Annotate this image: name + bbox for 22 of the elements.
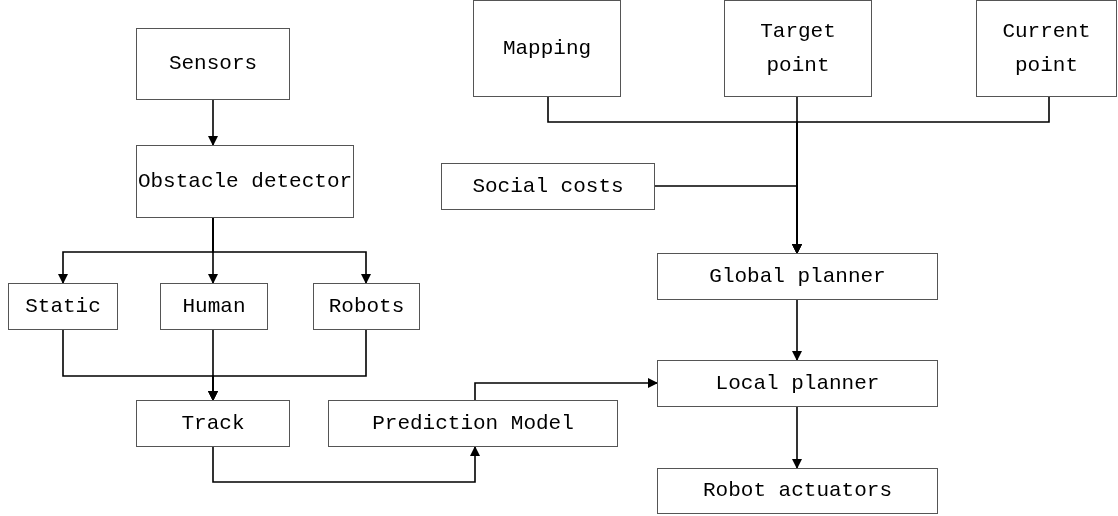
process-box: Current point <box>976 0 1117 97</box>
arrow <box>208 99 218 146</box>
process-box: Track <box>136 400 290 447</box>
arrow <box>792 406 802 469</box>
arrow <box>654 185 802 254</box>
process-box: Prediction Model <box>328 400 618 447</box>
process-box: Global planner <box>657 253 938 300</box>
process-box: Mapping <box>473 0 621 97</box>
process-box: Local planner <box>657 360 938 407</box>
arrow <box>792 299 802 361</box>
process-box: Robots <box>313 283 420 330</box>
process-box: Obstacle detector <box>136 145 354 218</box>
process-box: Robot actuators <box>657 468 938 514</box>
process-box: Social costs <box>441 163 655 210</box>
arrow <box>474 378 658 401</box>
arrow <box>208 329 367 401</box>
process-box: Target point <box>724 0 872 97</box>
arrow <box>212 446 480 483</box>
arrow <box>212 217 371 284</box>
process-box: Static <box>8 283 118 330</box>
process-box: Human <box>160 283 268 330</box>
process-box: Sensors <box>136 28 290 100</box>
